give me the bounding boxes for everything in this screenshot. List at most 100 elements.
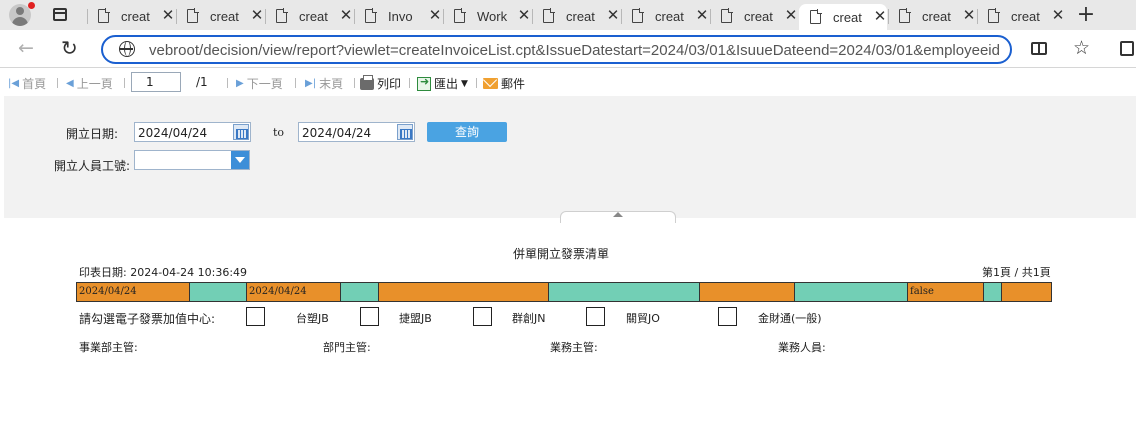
calendar-icon[interactable] [233,124,249,140]
tab-actions-icon[interactable] [53,8,67,21]
collapse-panel-handle[interactable] [560,211,676,223]
close-icon[interactable]: ✕ [339,7,353,24]
page-icon [632,8,644,23]
prev-page-button[interactable]: ◀上一頁 [66,75,113,92]
close-icon[interactable]: ✕ [695,7,709,24]
notification-dot [28,2,35,9]
print-button[interactable]: 列印 [360,74,402,92]
browser-tab[interactable]: creat ✕ [888,4,976,28]
browser-tab[interactable]: creat ✕ [710,4,798,28]
checkbox-formosa[interactable] [246,307,265,326]
mail-label: 郵件 [501,77,526,91]
page-total: /1 [196,75,208,89]
collections-icon[interactable] [1120,41,1134,56]
signature-division-head: 事業部主管: [79,341,138,354]
data-cell [1002,283,1051,301]
close-icon[interactable]: ✕ [1051,7,1065,24]
data-cell [379,283,549,301]
close-icon[interactable]: ✕ [962,7,976,24]
navigation-bar: ← ↻ vebroot/decision/view/report?viewlet… [0,30,1136,68]
printer-icon [360,74,374,90]
close-icon[interactable]: ✕ [517,7,531,24]
close-icon[interactable]: ✕ [161,7,175,24]
tab-title: creat [655,8,684,24]
profile-avatar[interactable] [9,4,31,26]
tab-title: creat [210,8,239,24]
page-number-input[interactable]: 1 [131,72,181,92]
checkbox-jiemeng[interactable] [360,307,379,326]
calendar-icon[interactable] [397,124,413,140]
tab-title: creat [299,8,328,24]
report-data-row: 2024/04/24 2024/04/24 false [76,282,1052,302]
close-icon[interactable]: ✕ [873,8,887,25]
last-page-button[interactable]: ▶|末頁 [305,75,343,92]
data-cell [795,283,908,301]
new-tab-plus-icon[interactable]: + [1076,2,1096,27]
checkbox-jincaitong[interactable] [718,307,737,326]
start-date-input[interactable]: 2024/04/24 [134,122,251,142]
print-label: 列印 [377,77,402,91]
employee-id-label: 開立人員工號: [54,159,131,173]
tab-title: creat [744,8,773,24]
browser-tab[interactable]: creat✕ [532,4,620,28]
employee-id-select[interactable] [134,150,250,170]
signature-salesperson: 業務人員: [778,341,826,354]
browser-tab[interactable]: creat✕ [87,4,175,28]
parameter-panel: 開立日期: 2024/04/24 to 2024/04/24 查詢 開立人員工號… [4,96,1136,223]
checkbox-label: 群創JN [512,312,546,325]
dropdown-arrow-icon[interactable] [231,151,249,169]
toolbar-divider [409,78,410,88]
end-date-value: 2024/04/24 [302,126,372,140]
close-icon[interactable]: ✕ [784,7,798,24]
back-arrow-icon[interactable]: ← [18,37,34,59]
browser-tab[interactable]: creat ✕ [176,4,264,28]
browser-tab[interactable]: Invo✕ [354,4,442,28]
favorite-star-icon[interactable]: ☆ [1073,37,1091,59]
checkbox-guanmao[interactable] [586,307,605,326]
tab-title: creat [1011,8,1040,24]
export-button[interactable]: 匯出▼ [417,75,468,92]
end-date-input[interactable]: 2024/04/24 [298,122,415,142]
checkbox-label: 關貿JO [626,312,660,325]
export-label: 匯出 [434,77,459,91]
url-text[interactable]: vebroot/decision/view/report?viewlet=cre… [149,42,999,59]
tab-title: creat [922,8,951,24]
next-page-button[interactable]: ▶下一頁 [236,75,283,92]
close-icon[interactable]: ✕ [250,7,264,24]
browser-tab[interactable]: creat ✕ [621,4,709,28]
browser-tab[interactable]: Work✕ [443,4,531,28]
report-toolbar: |◀首頁 ◀上一頁 1 /1 ▶下一頁 ▶|末頁 列印 匯出▼ 郵件 [0,68,1136,96]
first-page-icon: |◀ [8,78,20,89]
page-icon [721,8,733,23]
checkbox-label: 台塑JB [296,312,329,325]
page-icon [454,8,466,23]
chevron-down-icon: ▼ [461,78,468,89]
tab-strip: creat✕ creat✕ creat✕ Invo✕ Work✕ creat✕ … [0,0,1136,30]
browser-tab-active[interactable]: creat✕ [799,4,887,30]
reload-icon[interactable]: ↻ [61,36,78,60]
data-cell [341,283,379,301]
mail-button[interactable]: 郵件 [483,75,525,92]
close-icon[interactable]: ✕ [606,7,620,24]
start-date-value: 2024/04/24 [138,126,208,140]
close-icon[interactable]: ✕ [428,7,442,24]
toolbar-divider [124,78,125,88]
next-page-label: 下一頁 [246,77,283,91]
first-page-button[interactable]: |◀首頁 [8,75,46,92]
checkbox-qunchuang[interactable] [473,307,492,326]
browser-tab[interactable]: creat ✕ [265,4,353,28]
page-icon [543,8,555,23]
prev-page-label: 上一頁 [76,77,113,91]
query-button[interactable]: 查詢 [427,122,507,142]
address-bar[interactable]: vebroot/decision/view/report?viewlet=cre… [101,35,1012,64]
data-cell: 2024/04/24 [247,283,341,301]
first-page-label: 首頁 [22,77,47,91]
page-icon [988,8,1000,23]
data-cell [190,283,247,301]
data-cell: 2024/04/24 [77,283,190,301]
report-title: 併單開立發票清單 [513,247,610,261]
signature-sales-head: 業務主管: [550,341,598,354]
browser-tab[interactable]: creat ✕ [977,4,1065,28]
split-screen-icon[interactable] [1031,42,1047,55]
page-icon [365,8,377,23]
